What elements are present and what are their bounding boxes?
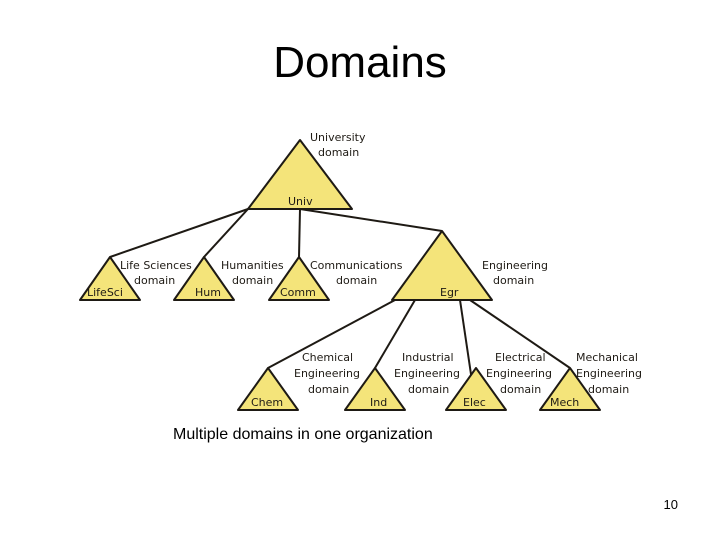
domain-label-line: Communications	[310, 259, 403, 272]
node-label-ind: Ind	[370, 396, 387, 409]
domain-tree-diagram: Univ LifeSci Hum Comm Egr Chem Ind Elec …	[79, 131, 646, 411]
domain-label-line: Life Sciences	[120, 259, 192, 272]
node-label-comm: Comm	[280, 286, 316, 299]
domain-label-line: Electrical	[495, 351, 546, 364]
domain-label-line: domain	[408, 383, 449, 396]
domain-label-engineering: Engineering domain	[482, 259, 552, 287]
domain-label-line: Humanities	[221, 259, 284, 272]
node-label-hum: Hum	[195, 286, 221, 299]
connector-univ-hum	[203, 208, 249, 258]
domain-label-line: Industrial	[402, 351, 454, 364]
domain-label-communications: Communications domain	[310, 259, 406, 287]
domain-label-line: University	[310, 131, 366, 144]
domain-label-mechanical: Mechanical Engineering domain	[576, 351, 646, 396]
domain-label-line: Mechanical	[576, 351, 638, 364]
univ-domain-triangle	[247, 139, 353, 210]
node-label-egr: Egr	[440, 286, 459, 299]
domain-label-line: Engineering	[394, 367, 460, 380]
domain-label-humanities: Humanities domain	[221, 259, 287, 287]
domain-label-line: domain	[588, 383, 629, 396]
mech-domain-triangle	[539, 367, 601, 411]
domain-label-line: Engineering	[576, 367, 642, 380]
node-label-lifesci: LifeSci	[87, 286, 123, 299]
node-label-elec: Elec	[463, 396, 486, 409]
domain-label-line: Engineering	[482, 259, 548, 272]
chem-domain-triangle	[237, 367, 299, 411]
tree-connectors	[109, 208, 571, 409]
egr-domain-triangle	[391, 230, 493, 301]
domain-label-line: domain	[232, 274, 273, 287]
domain-label-line: domain	[493, 274, 534, 287]
domain-label-electrical: Electrical Engineering domain	[486, 351, 556, 396]
connector-egr-chem	[267, 299, 396, 369]
connector-egr-ind	[374, 299, 416, 369]
node-label-mech: Mech	[550, 396, 579, 409]
domain-label-lifesciences: Life Sciences domain	[120, 259, 195, 287]
domain-label-university: University domain	[310, 131, 369, 159]
domain-label-line: domain	[134, 274, 175, 287]
diagram-caption: Multiple domains in one organization	[173, 426, 433, 443]
domain-label-line: Chemical	[302, 351, 353, 364]
elec-domain-triangle	[445, 367, 507, 411]
domain-label-industrial: Industrial Engineering domain	[394, 351, 464, 396]
domain-label-line: domain	[308, 383, 349, 396]
connector-univ-comm	[298, 208, 301, 258]
slide-title: Domains	[273, 38, 447, 87]
domain-label-line: domain	[500, 383, 541, 396]
lifesci-domain-triangle	[79, 256, 141, 301]
domain-label-line: Engineering	[486, 367, 552, 380]
hum-domain-triangle	[173, 256, 235, 301]
domain-label-line: domain	[336, 274, 377, 287]
connector-univ-lifesci	[109, 208, 249, 258]
domain-label-line: Engineering	[294, 367, 360, 380]
node-label-chem: Chem	[251, 396, 283, 409]
connector-egr-mech	[469, 299, 571, 369]
ind-domain-triangle	[344, 367, 406, 411]
connector-univ-egr	[299, 208, 443, 232]
node-label-univ: Univ	[288, 195, 313, 208]
domain-label-chemical: Chemical Engineering domain	[294, 351, 364, 396]
page-number: 10	[663, 497, 678, 512]
domain-label-line: domain	[318, 146, 359, 159]
comm-domain-triangle	[268, 256, 330, 301]
